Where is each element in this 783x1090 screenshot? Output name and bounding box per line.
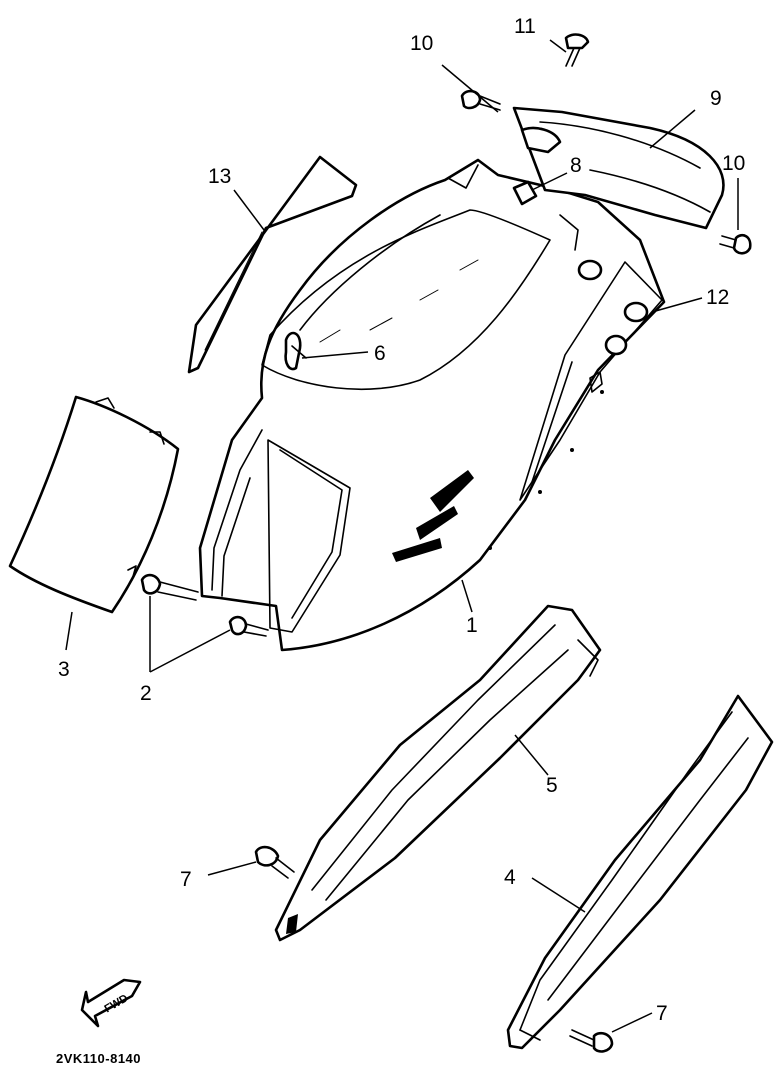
callout-1: 1: [466, 614, 478, 637]
part-3-side-cover[interactable]: [8, 395, 180, 614]
part-13-side-strip[interactable]: [187, 155, 358, 374]
screw-2-lower[interactable]: [228, 615, 269, 637]
callout-8: 8: [570, 154, 582, 177]
callout-10b: 10: [722, 152, 745, 175]
callout-7a: 7: [180, 868, 192, 891]
callout-5: 5: [546, 774, 558, 797]
callout-12: 12: [706, 286, 729, 309]
fwd-arrow-icon: FWD: [80, 978, 142, 1028]
callout-6: 6: [374, 342, 386, 365]
callout-7b: 7: [656, 1002, 668, 1025]
callout-2: 2: [140, 682, 152, 705]
callout-11: 11: [514, 15, 536, 38]
screw-11[interactable]: [564, 33, 590, 67]
leader-lines: [65, 39, 739, 1033]
screw-7-upper[interactable]: [254, 845, 295, 879]
callout-10a: 10: [410, 32, 433, 55]
callout-13: 13: [208, 165, 231, 188]
callout-4: 4: [504, 866, 516, 889]
screw-7-lower[interactable]: [569, 1029, 614, 1053]
part-5-side-rail[interactable]: [274, 604, 602, 942]
screw-10-top[interactable]: [460, 89, 501, 111]
callout-9: 9: [710, 87, 722, 110]
part-6-clip[interactable]: [284, 331, 307, 371]
part-9-tail-cover[interactable]: [512, 106, 725, 230]
screw-2-upper[interactable]: [140, 573, 199, 601]
part-1-body-cover[interactable]: [198, 158, 666, 652]
part-4-lower-rail[interactable]: [506, 694, 774, 1050]
callout-3: 3: [58, 658, 70, 681]
diagram-code: 2VK110-8140: [56, 1051, 141, 1066]
part-8-bracket[interactable]: [512, 180, 538, 206]
screw-10-right[interactable]: [719, 234, 752, 255]
